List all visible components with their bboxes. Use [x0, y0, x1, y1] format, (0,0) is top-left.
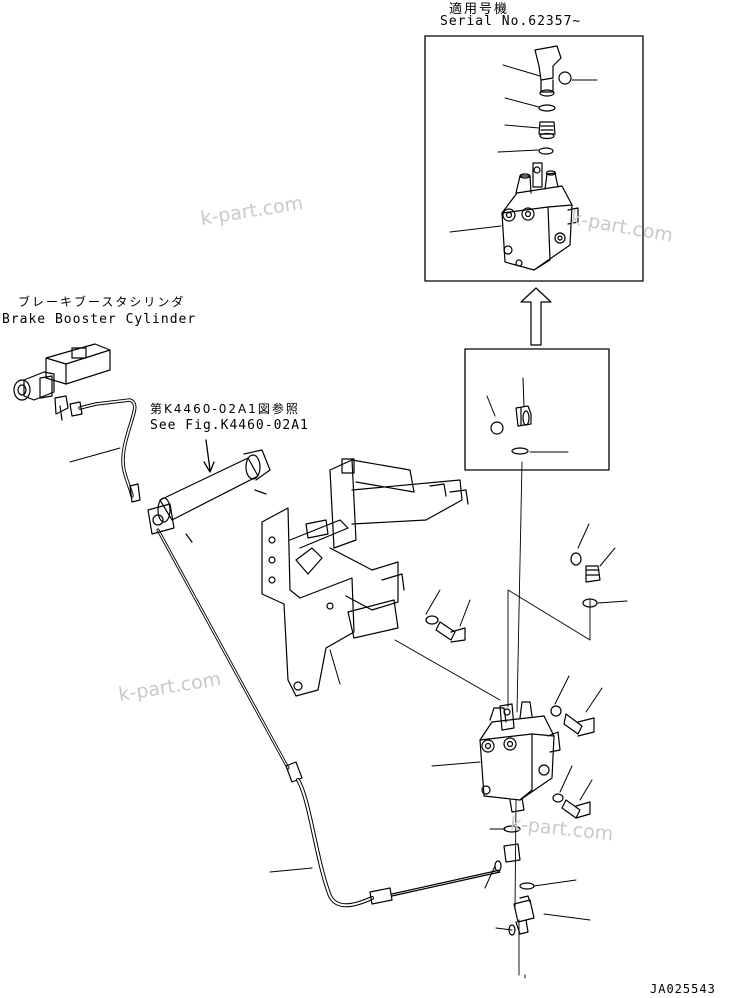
see-fig-arrow — [203, 439, 215, 473]
brake-tube-lower — [156, 528, 501, 908]
detail-leader-lines — [449, 64, 598, 233]
detail-box-serial — [424, 35, 644, 282]
brake-hose-upper — [69, 398, 141, 503]
mounting-bracket — [261, 458, 469, 697]
o-ring-bottom — [519, 882, 535, 890]
detail-o-ring-3 — [490, 421, 504, 435]
detail-union-fitting — [538, 121, 556, 140]
tee-fitting-bottom — [513, 895, 535, 935]
bolt-upper-right — [563, 713, 595, 737]
see-fig-label-en: See Fig.K4460-02A1 — [150, 418, 309, 433]
drawing-code: JA025543 — [650, 982, 716, 996]
bolt-center — [435, 621, 466, 643]
brake-booster-label-en: Brake Booster Cylinder — [2, 312, 197, 327]
serial-number-label: Serial No.62357~ — [440, 14, 582, 29]
brake-booster-cylinder — [13, 343, 111, 421]
leader-lines-center — [329, 589, 501, 701]
detail-elbow-2 — [515, 405, 532, 427]
washer-upper-right — [550, 705, 562, 717]
leader-lines-right — [577, 523, 628, 604]
detail-leader-lines-2 — [486, 377, 569, 453]
detail-box-fitting — [464, 348, 610, 471]
washer-lower-right — [552, 793, 564, 803]
fitting-lower — [494, 843, 521, 872]
detail-o-ring-2 — [538, 147, 554, 155]
plug-small-1 — [570, 552, 582, 566]
detail-plug — [558, 71, 572, 85]
control-valve-main — [479, 701, 561, 813]
detail-control-valve — [501, 162, 579, 271]
center-lines — [507, 461, 591, 976]
applicable-model-label-jp: 適用号機 — [449, 2, 510, 17]
washer-center — [425, 615, 439, 625]
brake-booster-label-jp: ブレーキブースタシリンダ — [18, 295, 186, 309]
bolt-lower-right — [561, 799, 591, 819]
fitting-small — [585, 565, 601, 583]
reference-arrow — [520, 287, 552, 346]
reference-cylinder — [147, 449, 271, 543]
detail-o-ring-4 — [511, 447, 529, 455]
see-fig-label-jp: 第K4460-02A1図参照 — [150, 402, 300, 416]
detail-o-ring-1 — [538, 104, 556, 112]
leader-lines-lower — [69, 447, 603, 979]
detail-elbow-fitting — [534, 45, 562, 97]
